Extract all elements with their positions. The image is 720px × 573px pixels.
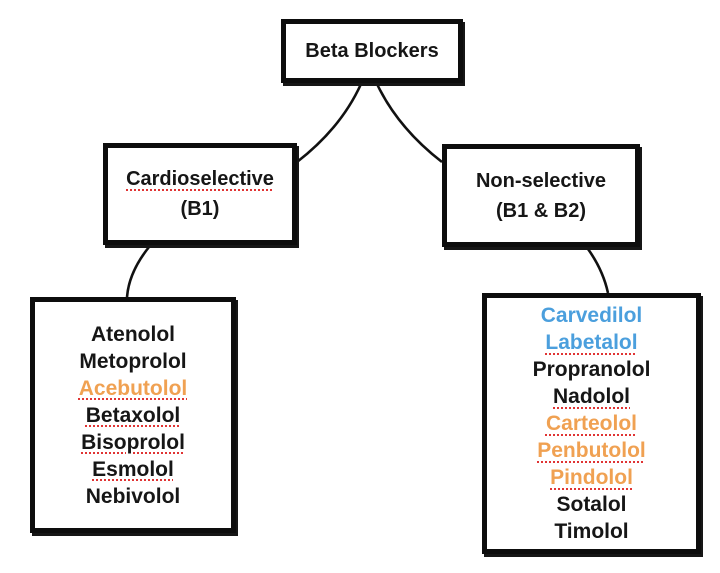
connector-cardioselective-to-list	[125, 246, 151, 298]
drug-propranolol: Propranolol	[532, 358, 651, 381]
drug-pindolol: Pindolol	[550, 466, 633, 489]
node-cardioselective-title: Cardioselective	[126, 168, 274, 190]
drug-labetalol: Labetalol	[545, 331, 638, 354]
drug-nebivolol: Nebivolol	[85, 484, 181, 508]
drug-sotalol: Sotalol	[556, 493, 627, 516]
node-beta-blockers-label: Beta Blockers	[305, 39, 439, 62]
drug-acebutolol: Acebutolol	[78, 376, 188, 400]
node-nonselective: Non-selective (B1 & B2)	[442, 144, 640, 247]
drug-timolol: Timolol	[554, 520, 629, 543]
drug-carvedilol: Carvedilol	[540, 304, 643, 327]
node-nonselective-title: Non-selective	[475, 169, 607, 192]
drug-metoprolol: Metoprolol	[79, 349, 187, 373]
node-beta-blockers: Beta Blockers	[281, 19, 463, 83]
drug-penbutolol: Penbutolol	[537, 439, 646, 462]
drug-nadolol: Nadolol	[553, 385, 630, 408]
node-cardioselective-subtitle: (B1)	[180, 198, 220, 220]
node-nonselective-subtitle: (B1 & B2)	[495, 199, 586, 222]
drug-carteolol: Carteolol	[545, 412, 637, 435]
connector-root-to-cardioselective	[296, 83, 363, 164]
drug-bisoprolol: Bisoprolol	[81, 430, 185, 454]
drug-atenolol: Atenolol	[91, 322, 175, 346]
drug-betaxolol: Betaxolol	[85, 403, 181, 427]
connector-nonselective-to-list	[586, 248, 610, 294]
node-cardioselective: Cardioselective (B1)	[103, 143, 297, 245]
connector-root-to-nonselective	[375, 83, 443, 164]
drug-esmolol: Esmolol	[92, 457, 174, 481]
